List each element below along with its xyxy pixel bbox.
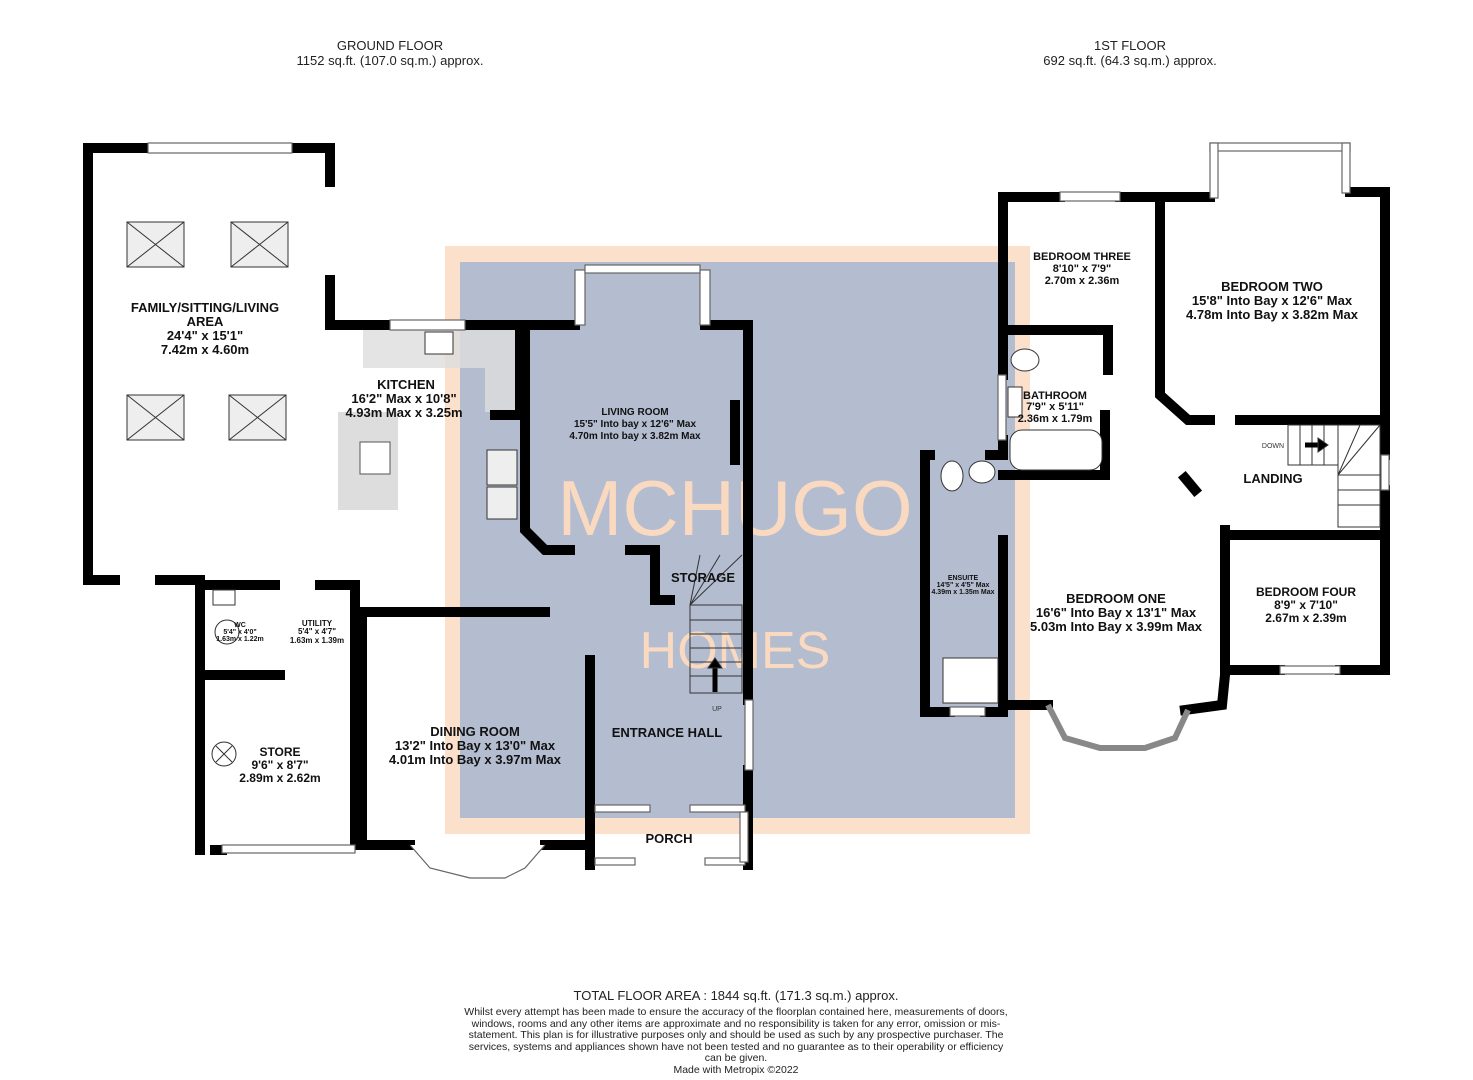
dining-imperial: 13'2" Into Bay x 13'0" Max — [395, 738, 556, 753]
footer: TOTAL FLOOR AREA : 1844 sq.ft. (171.3 sq… — [460, 988, 1012, 1076]
wc-imperial: 5'4" x 4'0" — [223, 629, 256, 636]
stairs-down-label: DOWN — [1262, 443, 1284, 450]
hall-name: ENTRANCE HALL — [612, 725, 723, 740]
room-dining: DINING ROOM 13'2" Into Bay x 13'0" Max 4… — [389, 724, 562, 767]
bathroom-metric: 2.36m x 1.79m — [1018, 413, 1093, 425]
bed2-imperial: 15'8" Into Bay x 12'6" Max — [1192, 293, 1353, 308]
store-name: STORE — [259, 745, 300, 759]
room-bed3: BEDROOM THREE 8'10" x 7'9" 2.70m x 2.36m — [1033, 251, 1131, 287]
kitchen-metric: 4.93m Max x 3.25m — [345, 405, 462, 420]
skylights — [126, 221, 289, 441]
stairs-up-label: UP — [712, 706, 722, 713]
first-floor-title: 1ST FLOOR — [1093, 38, 1166, 53]
first-floor-walls — [920, 187, 1390, 717]
bed1-imperial: 16'6" Into Bay x 13'1" Max — [1036, 605, 1197, 620]
room-store: STORE 9'6" x 8'7" 2.89m x 2.62m — [239, 745, 320, 785]
room-kitchen: KITCHEN 16'2" Max x 10'8" 4.93m Max x 3.… — [345, 377, 462, 420]
utility-metric: 1.63m x 1.39m — [290, 636, 344, 645]
appliances — [211, 331, 518, 767]
kitchen-worktop — [363, 328, 515, 412]
ground-floor-area: 1152 sq.ft. (107.0 sq.m.) approx. — [296, 53, 484, 68]
watermark-homes: HOMES — [640, 622, 831, 680]
ground-floor-windows — [147, 142, 754, 879]
made-with: Made with Metropix ©2022 — [673, 1063, 799, 1076]
dining-metric: 4.01m Into Bay x 3.97m Max — [389, 752, 562, 767]
room-living: LIVING ROOM 15'5" Into bay x 12'6" Max 4… — [569, 407, 701, 442]
living-imperial: 15'5" Into bay x 12'6" Max — [574, 419, 697, 430]
ground-stairs — [689, 554, 743, 694]
ensuite-name: ENSUITE — [948, 575, 979, 582]
utility-imperial: 5'4" x 4'7" — [298, 627, 336, 636]
living-name: LIVING ROOM — [601, 407, 668, 418]
bed4-name: BEDROOM FOUR — [1256, 585, 1356, 599]
ground-floor-title: GROUND FLOOR — [336, 38, 444, 53]
room-bed2: BEDROOM TWO 15'8" Into Bay x 12'6" Max 4… — [1186, 279, 1359, 322]
first-floor-windows — [949, 142, 1390, 751]
bed3-imperial: 8'10" x 7'9" — [1053, 263, 1111, 275]
first-floor-area: 692 sq.ft. (64.3 sq.m.) approx. — [1043, 53, 1217, 68]
bathroom-imperial: 7'9" x 5'11" — [1026, 401, 1084, 413]
living-metric: 4.70m Into bay x 3.82m Max — [569, 431, 701, 442]
bed4-imperial: 8'9" x 7'10" — [1274, 598, 1338, 612]
kitchen-imperial: 16'2" Max x 10'8" — [351, 391, 456, 406]
first-floor-heading: 1ST FLOOR 692 sq.ft. (64.3 sq.m.) approx… — [990, 38, 1270, 68]
watermark-mchugo: MCHUGO — [557, 464, 912, 552]
hob-icon — [359, 441, 391, 475]
room-wc: WC 5'4" x 4'0" 1.63m x 1.22m — [216, 622, 263, 643]
utility-name: UTILITY — [302, 619, 333, 628]
bathroom-name: BATHROOM — [1023, 390, 1087, 402]
first-floor-fixtures — [940, 348, 1381, 704]
room-ensuite: ENSUITE 14'5" x 4'5" Max 4.39m x 1.35m M… — [931, 575, 994, 596]
bed2-name: BEDROOM TWO — [1221, 279, 1323, 294]
storage-name: STORAGE — [671, 570, 735, 585]
room-bathroom: BATHROOM 7'9" x 5'11" 2.36m x 1.79m — [1018, 390, 1093, 425]
wc-name: WC — [234, 622, 246, 629]
store-imperial: 9'6" x 8'7" — [251, 758, 308, 772]
bed2-metric: 4.78m Into Bay x 3.82m Max — [1186, 307, 1359, 322]
landing-name: LANDING — [1243, 471, 1302, 486]
family-metric: 7.42m x 4.60m — [161, 342, 249, 357]
wc-metric: 1.63m x 1.22m — [216, 636, 263, 643]
room-bed1: BEDROOM ONE 16'6" Into Bay x 13'1" Max 5… — [1030, 591, 1203, 634]
family-imperial: 24'4" x 15'1" — [167, 328, 243, 343]
total-floor-area: TOTAL FLOOR AREA : 1844 sq.ft. (171.3 sq… — [573, 988, 899, 1003]
bed1-metric: 5.03m Into Bay x 3.99m Max — [1030, 619, 1203, 634]
ensuite-imperial: 14'5" x 4'5" Max — [937, 582, 990, 589]
bed3-name: BEDROOM THREE — [1033, 251, 1131, 263]
bed3-metric: 2.70m x 2.36m — [1045, 275, 1120, 287]
ground-floor-heading: GROUND FLOOR 1152 sq.ft. (107.0 sq.m.) a… — [250, 38, 530, 68]
family-name-2: AREA — [187, 314, 224, 329]
dining-name: DINING ROOM — [430, 724, 520, 739]
ensuite-metric: 4.39m x 1.35m Max — [931, 589, 994, 596]
room-bed4: BEDROOM FOUR 8'9" x 7'10" 2.67m x 2.39m — [1256, 585, 1356, 625]
disclaimer: Whilst every attempt has been made to en… — [464, 1006, 1008, 1064]
room-utility: UTILITY 5'4" x 4'7" 1.63m x 1.39m — [290, 619, 344, 645]
kitchen-name: KITCHEN — [377, 377, 435, 392]
porch-name: PORCH — [646, 831, 693, 846]
room-family: FAMILY/SITTING/LIVING AREA 24'4" x 15'1"… — [131, 300, 279, 357]
family-name: FAMILY/SITTING/LIVING — [131, 300, 279, 315]
bed4-metric: 2.67m x 2.39m — [1265, 611, 1346, 625]
store-metric: 2.89m x 2.62m — [239, 771, 320, 785]
bed1-name: BEDROOM ONE — [1066, 591, 1166, 606]
